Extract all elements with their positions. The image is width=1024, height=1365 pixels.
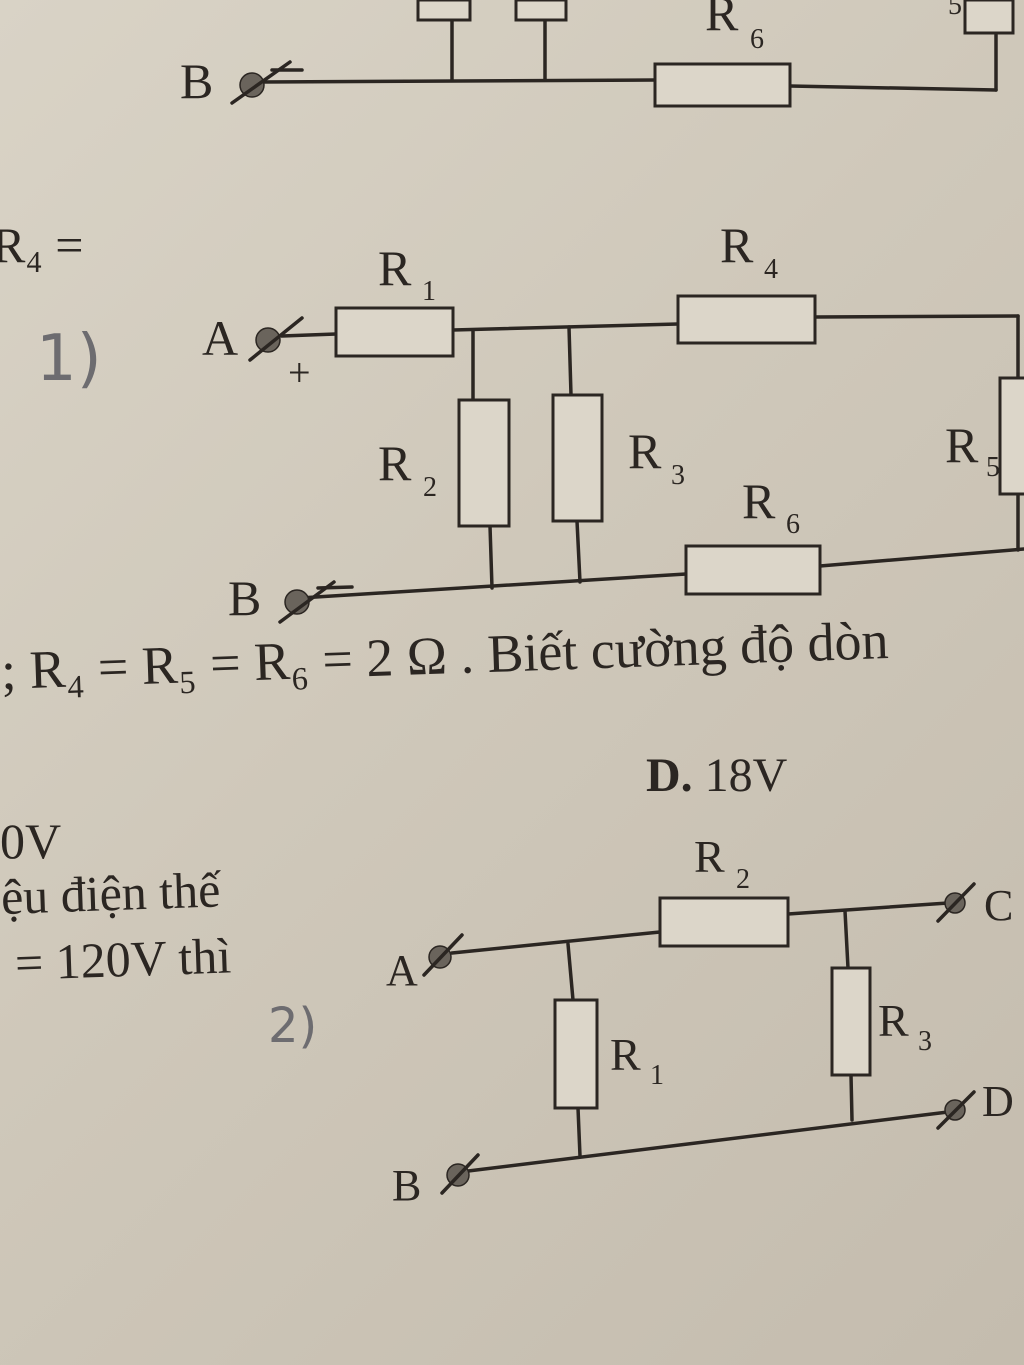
c1-r6-sub: 6 [786, 509, 800, 540]
c2-terminal-a-label: A [386, 946, 418, 995]
c2-terminal-b-label: B [392, 1161, 421, 1210]
c1-resistor-r3 [551, 393, 604, 523]
c1-resistor-r6 [684, 544, 822, 596]
r4-partial-text: R₄ = [0, 217, 84, 273]
c1-r1-sub: 1 [422, 276, 436, 307]
c1-resistor-r4 [676, 294, 817, 345]
c1-r2-sub: 2 [423, 472, 437, 503]
c1-r6-letter: R [742, 473, 776, 529]
circuit-2: A B C D R 2 R 1 R 3 [386, 831, 1014, 1210]
top-resistor-r6 [653, 62, 792, 108]
c2-r1-sub: 1 [650, 1060, 664, 1091]
c1-r4-letter: R [720, 217, 754, 273]
c1-r3-letter: R [628, 423, 662, 479]
c2-r3-letter: R [878, 995, 909, 1046]
c1-terminal-a-icon [255, 327, 281, 353]
c2-r1-letter: R [610, 1029, 641, 1080]
option-d: D. 18V [646, 748, 787, 803]
option-d-value: 18V [704, 749, 788, 802]
c2-terminal-d-label: D [982, 1077, 1014, 1126]
circuit-1: A + B R 1 R 2 R 3 R 4 R 5 R 6 [202, 217, 1024, 626]
c2-resistor-r3 [830, 966, 872, 1077]
c2-terminal-c-label: C [984, 881, 1013, 930]
c2-r3-sub: 3 [918, 1026, 932, 1057]
c1-plus-sign: + [288, 350, 311, 395]
top-resistor-r5 [963, 0, 1015, 35]
c2-resistor-r2 [658, 896, 790, 948]
line-fragment-1: ệu điện thế [0, 861, 222, 925]
top-resistor-b [514, 0, 568, 22]
c2-r2-letter: R [694, 831, 725, 882]
c1-terminal-a-label: A [202, 310, 238, 366]
top-terminal-b-label: B [180, 53, 213, 109]
c1-terminal-b-label: B [228, 570, 261, 626]
voltage-fragment: 0V [0, 813, 62, 869]
c1-resistor-r2 [457, 398, 511, 528]
c2-r2-sub: 2 [736, 864, 750, 895]
c1-r5-sub: 5 [986, 452, 1000, 483]
c2-resistor-r1 [553, 998, 599, 1110]
c1-resistor-r5 [998, 376, 1024, 496]
option-d-letter: D. [646, 749, 693, 802]
line-fragment-2: = 120V thì [14, 927, 233, 991]
c1-r3-sub: 3 [671, 460, 685, 491]
handwritten-label-1: 1) [36, 322, 102, 396]
top-partial-circuit: B R 6 5 [180, 0, 1015, 109]
c1-resistor-r1 [334, 306, 455, 358]
c1-r1-letter: R [378, 240, 412, 296]
handwritten-label-2: 2) [268, 998, 318, 1054]
c1-r4-sub: 4 [764, 254, 778, 285]
top-r6-letter: R [705, 0, 739, 41]
top-r6-sub: 6 [750, 24, 764, 55]
c1-r5-letter: R [945, 417, 979, 473]
top-resistor-a [416, 0, 472, 22]
top-r5-sub: 5 [948, 0, 962, 21]
c1-r2-letter: R [378, 435, 412, 491]
